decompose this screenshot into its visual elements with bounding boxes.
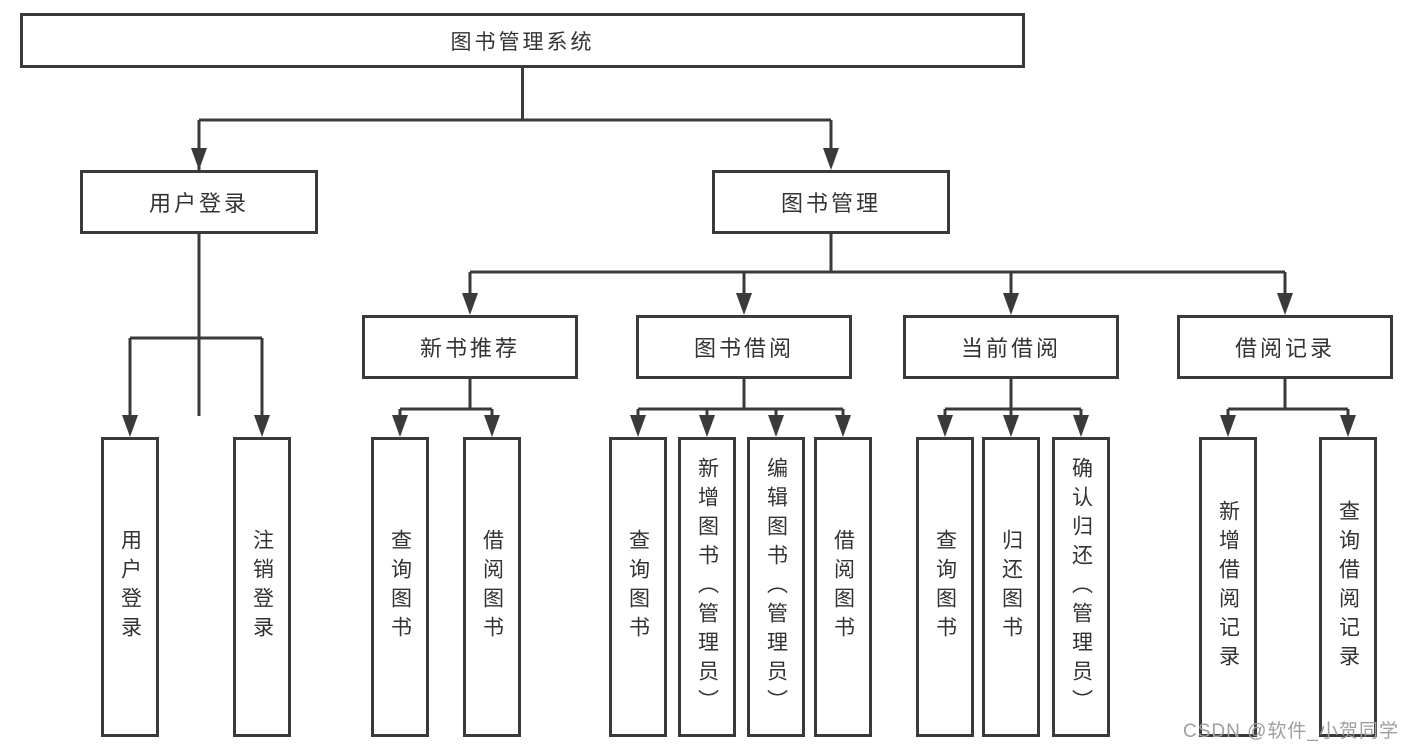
leaf-query-books-recommend: 查询图书 [371,437,429,737]
node-book-management-branch: 图书管理 [712,170,950,234]
connector-group-borrow [636,379,845,416]
leaf-logout: 注销登录 [233,437,291,737]
node-new-book-recommend: 新书推荐 [362,315,578,379]
node-book-borrowing: 图书借阅 [636,315,852,379]
connector-group-records [1226,379,1350,416]
leaf-return-books: 归还图书 [982,437,1040,737]
leaf-query-books-borrowing: 查询图书 [609,437,667,737]
arrowheads [122,148,1356,437]
node-current-borrowing: 当前借阅 [903,315,1119,379]
connector-user-branch [128,234,264,416]
leaf-edit-books-admin: 编辑图书（管理员） [747,437,805,737]
node-user-login-branch: 用户登录 [80,170,318,234]
connector-group-recommend [398,379,494,416]
node-system-root: 图书管理系统 [20,13,1025,68]
leaf-borrow-books-borrowing: 借阅图书 [814,437,872,737]
leaf-user-login: 用户登录 [101,437,159,737]
connector-group-current [943,379,1083,416]
connector-root-stem [197,68,833,416]
leaf-query-books-current: 查询图书 [916,437,974,737]
leaf-query-borrow-record: 查询借阅记录 [1319,437,1377,737]
node-borrowing-records: 借阅记录 [1177,315,1393,379]
leaf-borrow-books-recommend: 借阅图书 [463,437,521,737]
leaf-add-borrow-record: 新增借阅记录 [1199,437,1257,737]
leaf-confirm-return-admin: 确认归还（管理员） [1052,437,1110,737]
csdn-watermark: CSDN @软件_小贺同学 [1183,721,1399,742]
leaf-add-books-admin: 新增图书（管理员） [678,437,736,737]
connector-book-branch [468,234,1287,294]
connector-root-split [197,120,833,149]
